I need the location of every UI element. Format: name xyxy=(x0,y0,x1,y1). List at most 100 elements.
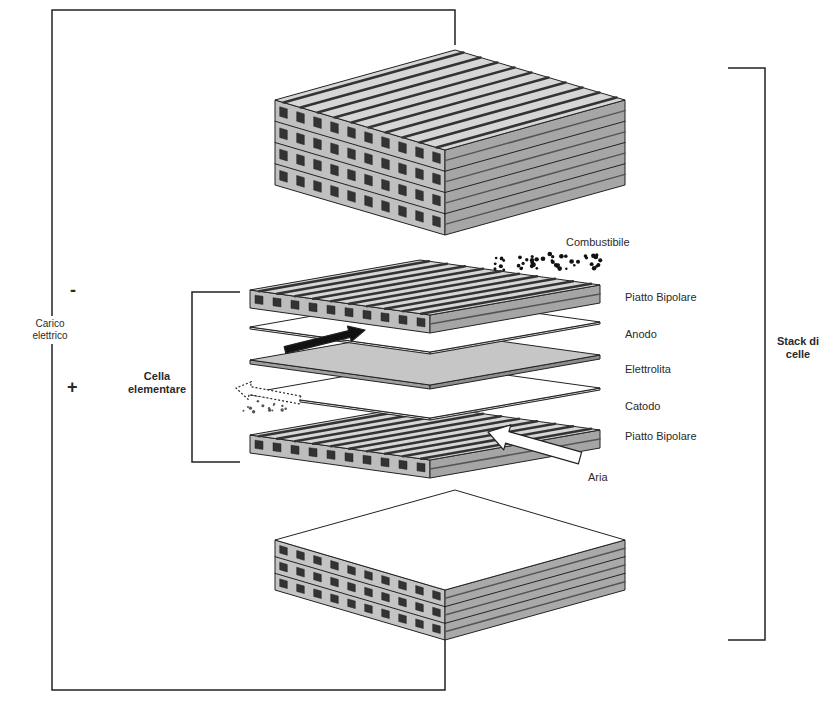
channel-opening xyxy=(416,189,424,201)
load-label: Carico elettrico xyxy=(22,316,78,344)
channel-opening xyxy=(314,117,322,129)
channel-opening xyxy=(345,308,353,317)
part-label: Combustibile xyxy=(566,236,630,249)
channel-opening xyxy=(331,185,339,197)
channel-opening xyxy=(365,587,373,597)
fuel-particle xyxy=(494,262,497,265)
upper-stack xyxy=(275,50,625,235)
air-flow-arrow xyxy=(488,425,582,464)
channel-opening xyxy=(255,295,263,304)
channel-opening xyxy=(433,624,441,634)
exhaust-particle xyxy=(252,410,255,413)
channel-opening xyxy=(416,147,424,159)
exhaust-particle xyxy=(280,408,283,411)
fuel-particle xyxy=(551,260,555,264)
fuel-particle xyxy=(565,268,567,270)
stack-bracket xyxy=(728,68,765,640)
exhaust-particle xyxy=(243,410,245,412)
channel-opening xyxy=(309,303,317,312)
channel-opening xyxy=(399,581,407,591)
fuel-particle xyxy=(569,259,574,264)
channel-opening xyxy=(382,158,390,170)
channel-opening xyxy=(381,313,389,322)
fuel-particle xyxy=(502,268,505,271)
lower-stack xyxy=(275,490,625,640)
channel-opening xyxy=(280,149,288,161)
channel-opening xyxy=(399,142,407,154)
fuel-particle xyxy=(557,263,560,266)
part-label: Catodo xyxy=(625,400,660,413)
slab-top-face xyxy=(250,260,600,315)
fuel-particle xyxy=(530,258,534,262)
channel-groove xyxy=(445,153,625,203)
layer-line xyxy=(445,573,625,623)
layer-line xyxy=(445,557,625,607)
fuel-particle xyxy=(595,265,598,268)
slab-top-face xyxy=(275,490,625,590)
channel-opening xyxy=(399,163,407,175)
channel-opening xyxy=(363,455,371,464)
channel-opening xyxy=(417,318,425,327)
channel-opening xyxy=(280,546,288,556)
channel-opening xyxy=(280,562,288,572)
channel-opening xyxy=(416,168,424,180)
fuel-particle xyxy=(584,254,588,258)
plate-ridge xyxy=(369,78,549,128)
channel-opening xyxy=(327,450,335,459)
plate-ridge xyxy=(335,68,515,118)
bracket-label: Stack di celle xyxy=(774,335,822,361)
channel-opening xyxy=(433,194,441,206)
channel-groove xyxy=(445,174,625,224)
channel-groove xyxy=(445,132,625,182)
layer-line xyxy=(445,143,625,193)
fuel-particle xyxy=(593,255,598,260)
channel-opening xyxy=(314,159,322,171)
channel-opening xyxy=(255,440,263,449)
channel-opening xyxy=(297,567,305,577)
channel-opening xyxy=(399,460,407,469)
fuel-particle xyxy=(541,256,546,261)
exhaust-particle xyxy=(257,400,259,402)
fuel-flow-arrow xyxy=(284,326,365,353)
channel-opening xyxy=(280,170,288,182)
channel-opening xyxy=(416,210,424,222)
layer-line xyxy=(275,573,445,623)
channel-opening xyxy=(314,589,322,599)
exhaust-particle xyxy=(281,405,283,407)
exhaust-particle xyxy=(247,406,249,408)
channel-opening xyxy=(382,576,390,586)
channel-opening xyxy=(297,112,305,124)
channel-opening xyxy=(399,184,407,196)
channel-opening xyxy=(348,566,356,576)
slab-top-face xyxy=(275,50,625,150)
channel-opening xyxy=(382,592,390,602)
fuel-particle xyxy=(525,258,528,261)
channel-opening xyxy=(280,128,288,140)
bracket-label: Cella elementare xyxy=(124,370,190,396)
channel-opening xyxy=(416,602,424,612)
terminal-sign: + xyxy=(67,376,78,398)
channel-opening xyxy=(433,173,441,185)
channel-groove xyxy=(445,548,625,598)
channel-opening xyxy=(399,597,407,607)
fuel-particle xyxy=(495,257,498,260)
cell-bracket xyxy=(192,292,240,462)
channel-opening xyxy=(382,200,390,212)
channel-opening xyxy=(382,179,390,191)
channel-opening xyxy=(309,448,317,457)
channel-opening xyxy=(273,298,281,307)
channel-opening xyxy=(291,445,299,454)
fuel-particle xyxy=(531,255,534,258)
channel-opening xyxy=(331,594,339,604)
layer-line xyxy=(275,143,445,193)
plate-ridge xyxy=(437,98,617,148)
channel-opening xyxy=(381,458,389,467)
channel-opening xyxy=(382,609,390,619)
fuel-particle xyxy=(499,264,503,268)
plate-ridge xyxy=(277,264,447,294)
fuel-particle xyxy=(536,267,539,270)
plate-ridge xyxy=(318,63,498,113)
channel-opening xyxy=(280,107,288,119)
plate-ridge xyxy=(284,53,464,103)
